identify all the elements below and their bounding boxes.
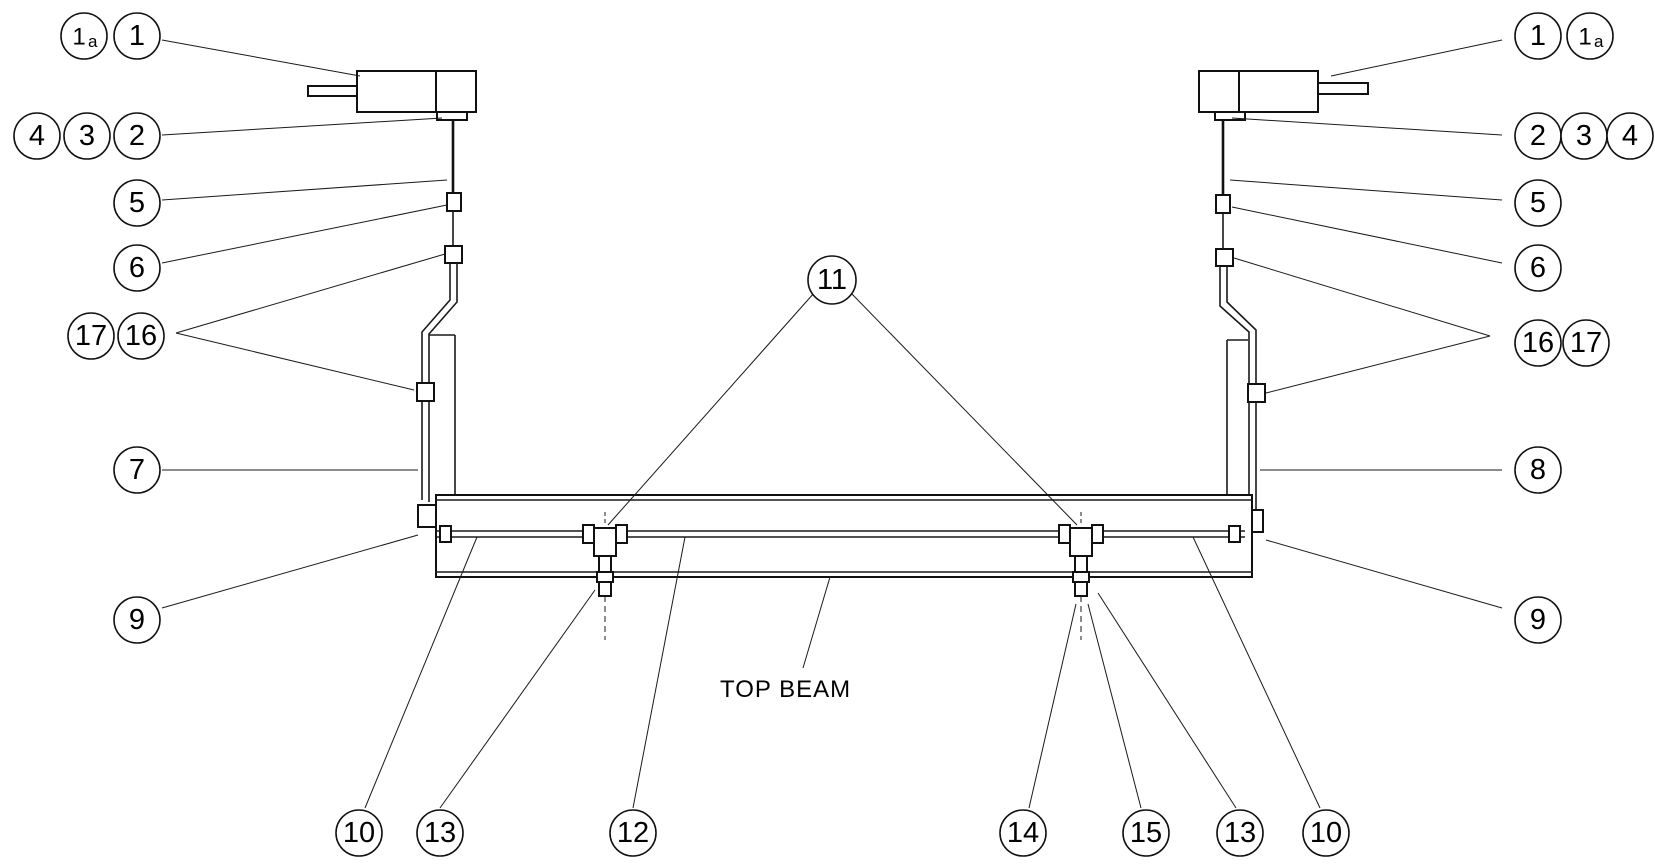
callout-4-right: 4 [1606,112,1654,160]
svg-text:5: 5 [129,187,145,219]
svg-text:15: 15 [1130,817,1162,849]
svg-text:14: 14 [1007,817,1039,849]
callout-13-left: 13 [416,809,464,857]
svg-text:13: 13 [424,817,456,849]
callout-1-left: 1 [113,12,161,60]
callout-17-left: 17 [67,312,115,360]
left-cylinder [307,70,477,528]
svg-text:5: 5 [1530,187,1546,219]
svg-text:1: 1 [1530,20,1546,52]
callout-12: 12 [609,809,657,857]
svg-text:12: 12 [617,817,649,849]
callout-7: 7 [113,446,161,494]
svg-text:11: 11 [817,264,847,296]
callout-2-left: 2 [113,112,161,160]
leader-lines [161,39,1503,809]
callout-16-right: 16 [1514,319,1562,367]
callout-13-right: 13 [1216,809,1264,857]
svg-text:6: 6 [129,252,145,284]
callout-1-left-num: 1 [129,20,145,52]
callout-11: 11 [807,255,857,305]
callout-1a-left-num: 1 [72,24,85,51]
callout-10-right: 10 [1302,809,1350,857]
callout-4-left: 4 [13,112,61,160]
svg-text:17: 17 [1570,327,1602,359]
svg-text:4: 4 [29,120,45,152]
callout-14: 14 [999,809,1047,857]
callout-10-left: 10 [335,809,383,857]
callout-5-left: 5 [113,179,161,227]
svg-text:9: 9 [1530,604,1546,636]
svg-text:9: 9 [129,604,145,636]
callout-8: 8 [1514,446,1562,494]
callout-1a-left-sub: a [88,32,98,51]
callout-1-right: 1 [1514,12,1562,60]
callout-9-right: 9 [1514,596,1562,644]
callout-3-right: 3 [1560,112,1608,160]
svg-text:8: 8 [1530,454,1546,486]
callout-6-left: 6 [113,244,161,292]
svg-text:13: 13 [1224,817,1256,849]
svg-text:1: 1 [1578,24,1591,51]
top-beam [435,494,1253,640]
svg-text:3: 3 [79,120,95,152]
svg-text:10: 10 [343,817,375,849]
callout-2-right: 2 [1514,112,1562,160]
svg-text:2: 2 [1530,120,1546,152]
svg-text:10: 10 [1310,817,1342,849]
svg-text:16: 16 [1522,327,1554,359]
top-beam-label: TOP BEAM [720,676,851,703]
callout-16-left: 16 [117,312,165,360]
callout-6-right: 6 [1514,244,1562,292]
svg-text:17: 17 [75,320,107,352]
svg-text:a: a [1594,32,1604,51]
right-cylinder [1198,70,1369,533]
callout-3-left: 3 [63,112,111,160]
svg-text:4: 4 [1622,120,1638,152]
callout-9-left: 9 [113,596,161,644]
svg-text:16: 16 [125,320,157,352]
callout-17-right: 17 [1562,319,1610,367]
callout-5-right: 5 [1514,179,1562,227]
svg-text:2: 2 [129,120,145,152]
callout-15: 15 [1122,809,1170,857]
svg-text:3: 3 [1576,120,1592,152]
callout-1a-left: 1 a [60,12,108,60]
svg-text:6: 6 [1530,252,1546,284]
callout-1a-right: 1 a [1566,12,1614,60]
svg-text:7: 7 [129,454,145,486]
